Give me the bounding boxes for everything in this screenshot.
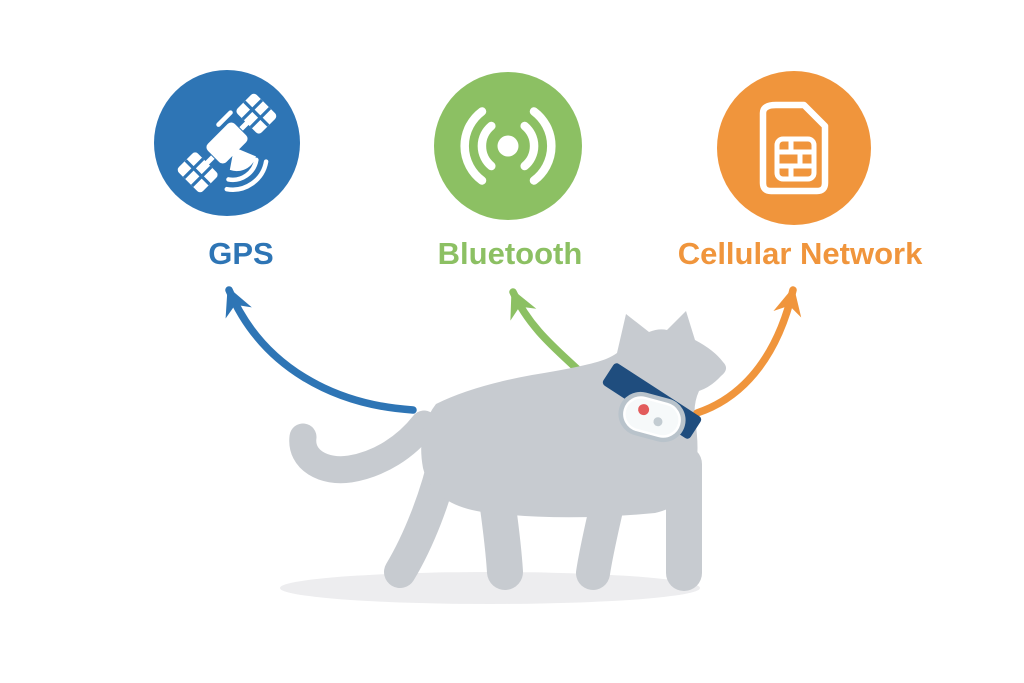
tracker-face [623,396,681,438]
cellular-circle [717,71,871,225]
tracker-led-gray [653,417,663,427]
gps-arrow [225,286,417,414]
gps-label: GPS [208,236,274,271]
cat-silhouette [289,311,727,591]
cellular-arrow [693,286,802,417]
gps-node [154,70,300,216]
tracker-device [618,391,686,443]
cellular-node [717,71,871,225]
cellular-label: Cellular Network [677,236,923,271]
cat-tail [289,410,438,484]
tracker-led-red [638,404,650,416]
gps-satellite-icon [177,93,277,193]
bluetooth-node [434,72,582,220]
wireless-signal-icon [460,107,556,185]
sim-card-icon [759,101,829,195]
cat-body [421,311,727,518]
bluetooth-label: Bluetooth [437,236,583,271]
